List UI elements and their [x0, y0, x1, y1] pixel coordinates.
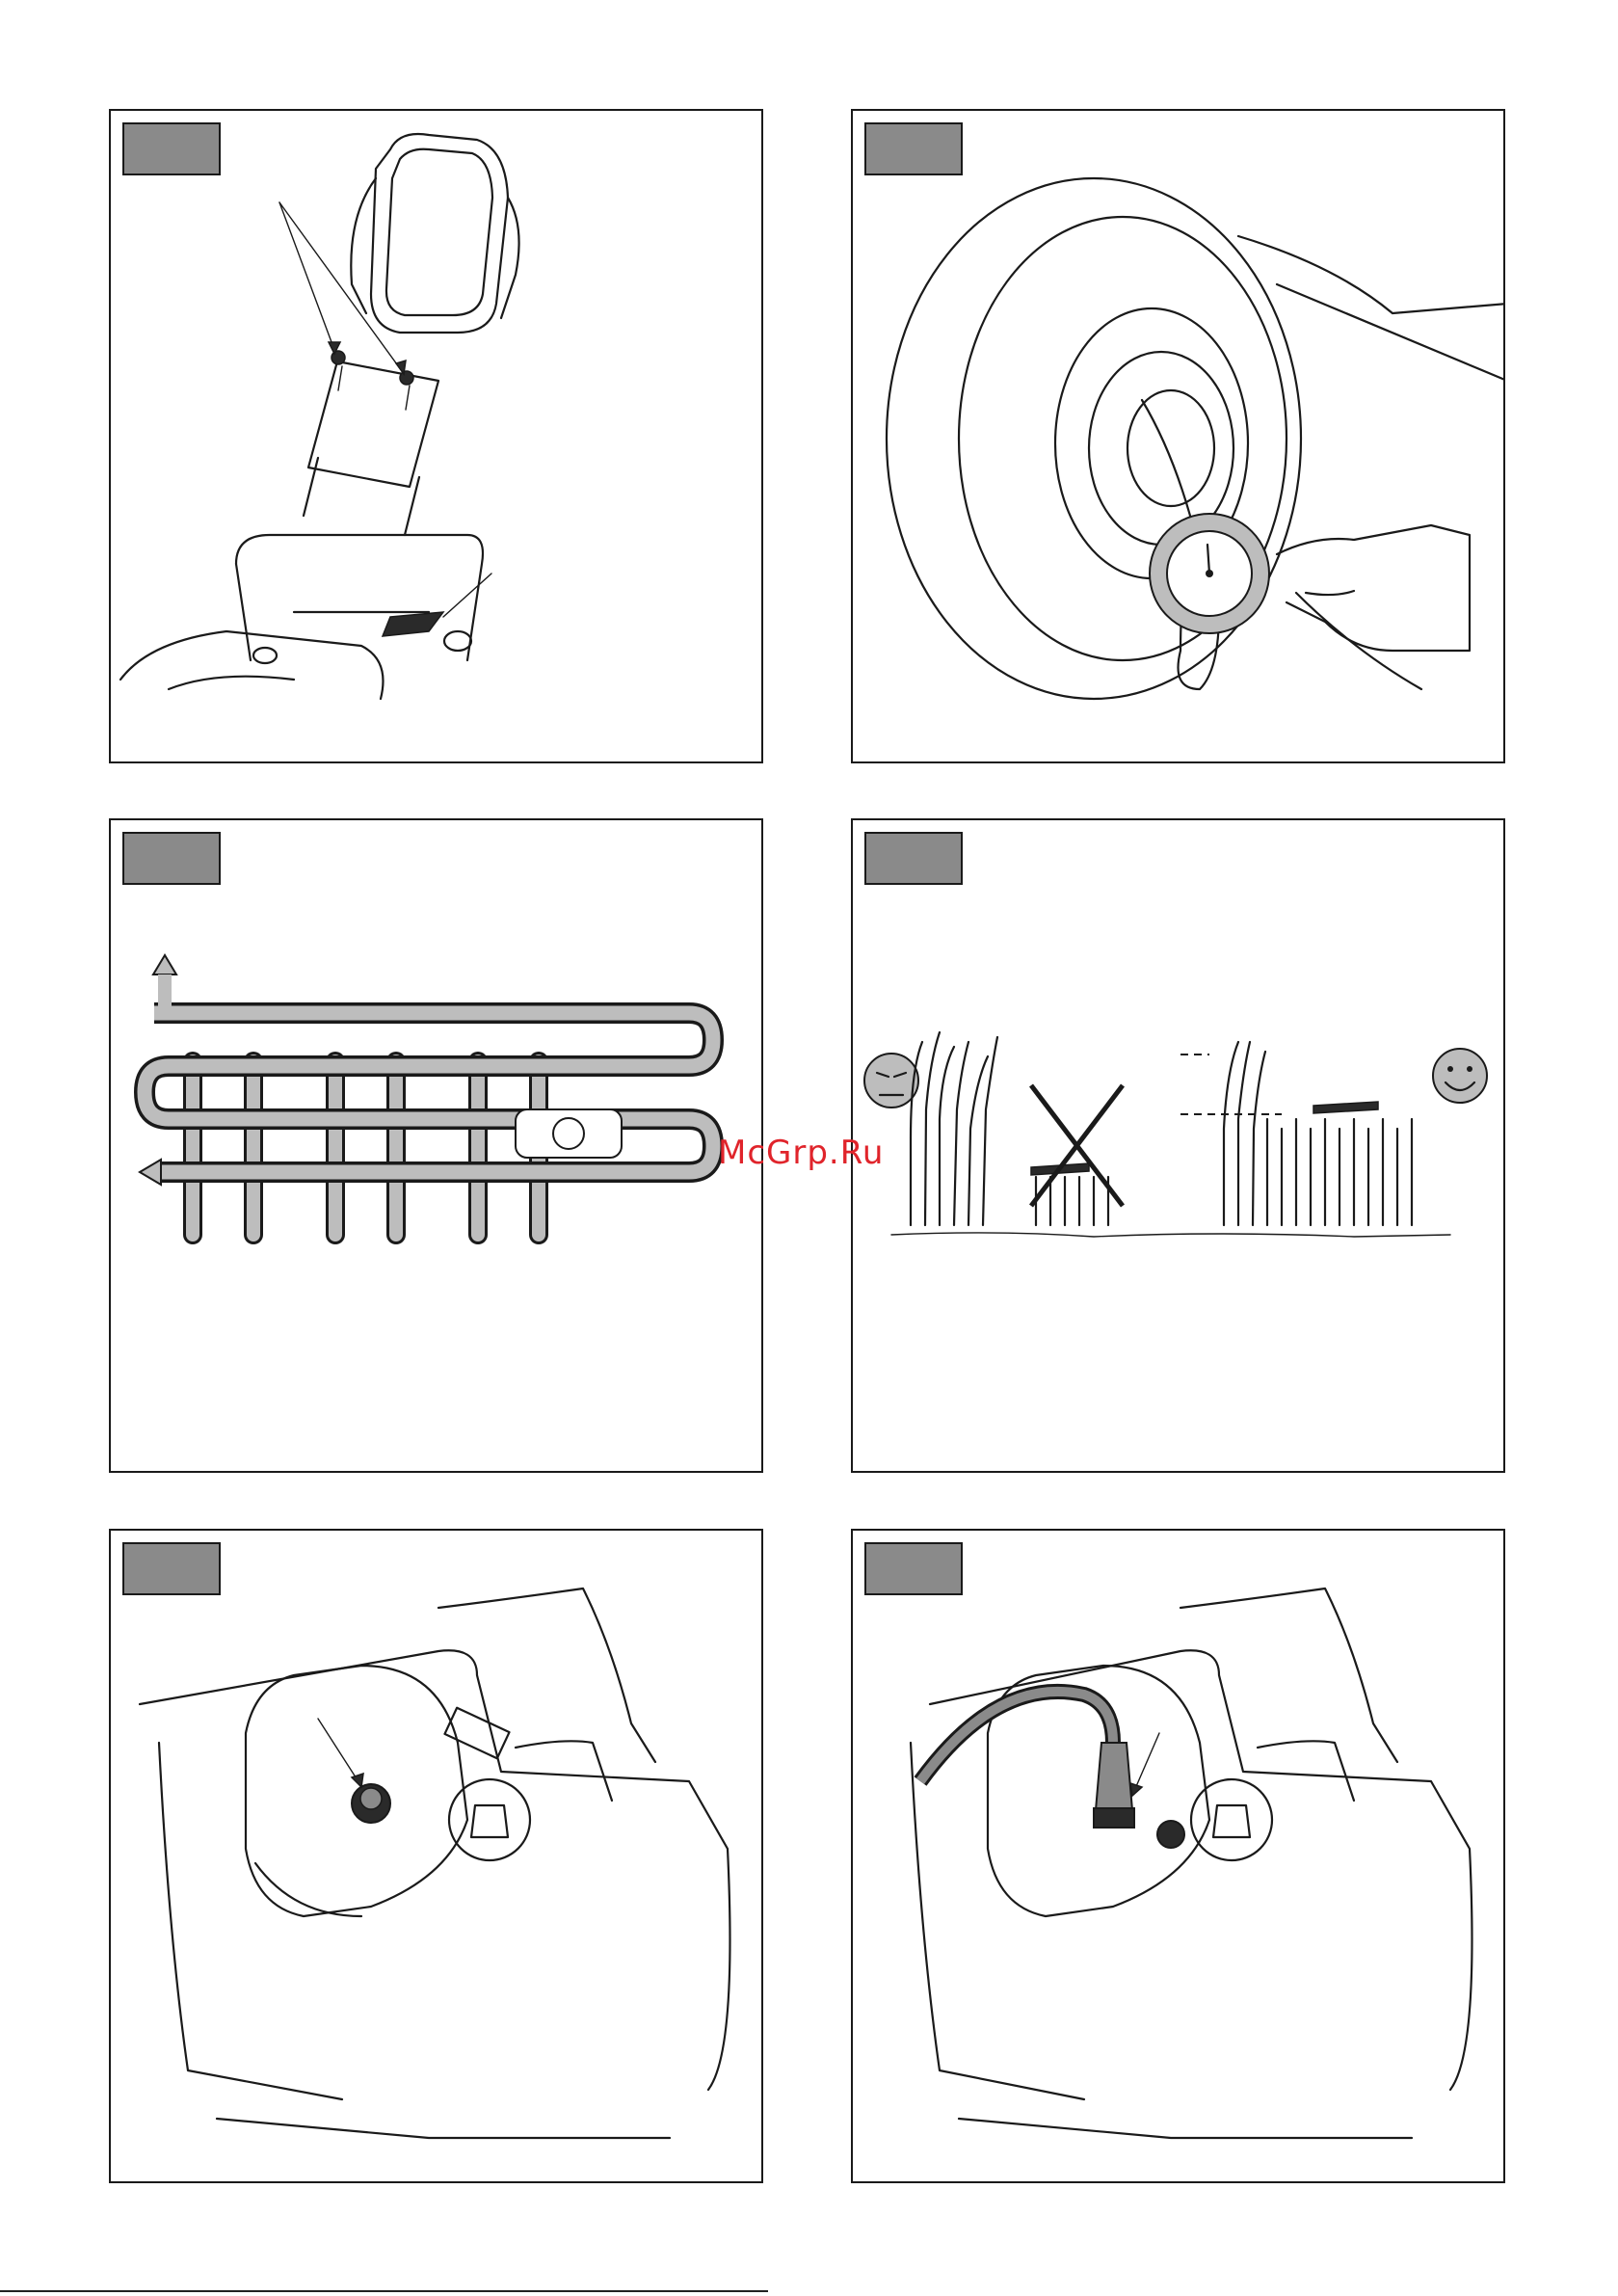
figure-panel-cutting-height: [851, 818, 1505, 1473]
tyre-gauge-illustration: [853, 111, 1505, 763]
footer-divider: [0, 2290, 768, 2292]
figure-panel-tyre: [851, 109, 1505, 763]
figure-panel-charger-connected: [851, 1529, 1505, 2183]
charger-connected-illustration: [853, 1531, 1505, 2183]
figure-panel-mowing-pattern: [109, 818, 763, 1473]
grass-height-illustration: [853, 820, 1505, 1473]
watermark-text: McGrp.Ru: [718, 1134, 884, 1172]
seat-illustration: [111, 111, 763, 763]
charging-socket-illustration: [111, 1531, 763, 2183]
figure-panel-charging-socket: [109, 1529, 763, 2183]
figure-panel-seat: [109, 109, 763, 763]
mowing-pattern-illustration: [111, 820, 763, 1473]
